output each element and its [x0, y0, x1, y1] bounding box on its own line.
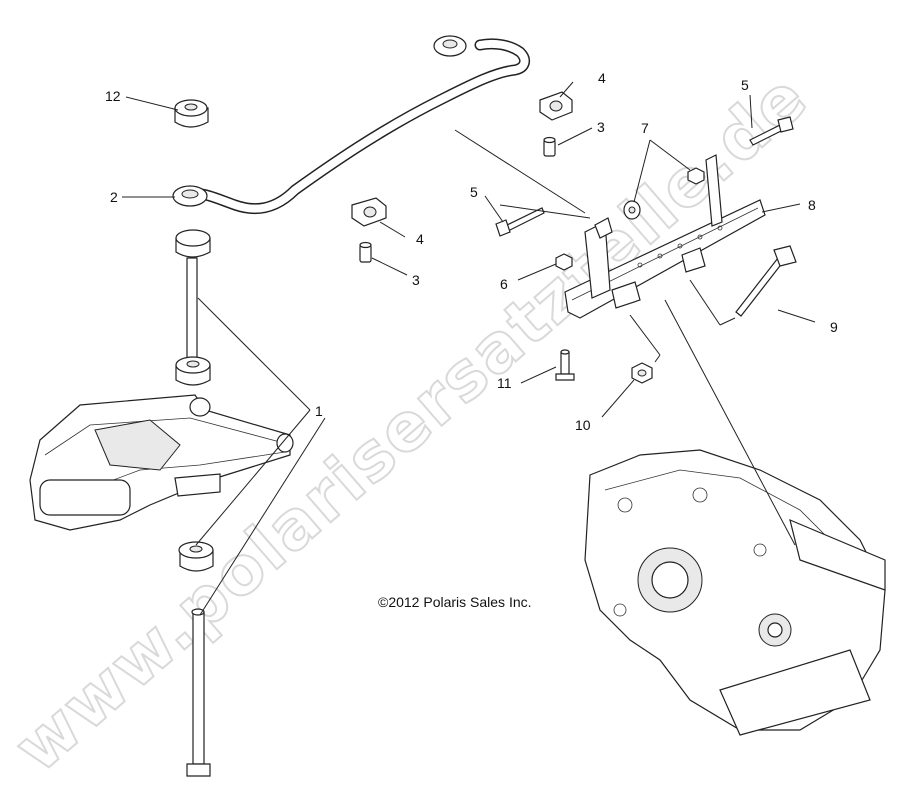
end-link-assembly — [175, 229, 211, 386]
crossmember-bracket-part-8 — [564, 154, 766, 319]
a-arm-assembly — [29, 394, 294, 531]
transaxle-gearcase — [584, 449, 886, 736]
callout-11: 11 — [497, 375, 512, 391]
callout-3-upper: 3 — [597, 119, 605, 135]
nut-part-6 — [555, 253, 573, 271]
bolt-part-11 — [555, 349, 575, 381]
stabilizer-bar — [172, 35, 531, 215]
nut-part-10 — [631, 362, 653, 384]
clamp-part-4-upper — [539, 91, 573, 121]
lower-bushing — [178, 541, 214, 572]
copyright-notice: ©2012 Polaris Sales Inc. — [378, 594, 532, 610]
spacer-part-3-lower — [359, 241, 372, 263]
callout-2: 2 — [110, 189, 118, 205]
spacer-part-3-upper — [543, 136, 556, 157]
leader-lines — [122, 81, 816, 616]
callout-1: 1 — [315, 403, 323, 419]
callout-7: 7 — [641, 120, 649, 136]
callout-10: 10 — [575, 417, 591, 433]
bolt-part-9 — [735, 245, 797, 317]
callout-5-left: 5 — [470, 184, 478, 200]
bolt-part-5-left — [495, 207, 545, 237]
callout-4-lower: 4 — [416, 231, 424, 247]
callout-4-upper: 4 — [598, 70, 606, 86]
bushing-part-12 — [174, 99, 209, 128]
bolt-part-5-right — [749, 116, 794, 146]
nut-part-7-spacer — [623, 200, 641, 220]
callout-3-lower: 3 — [412, 272, 420, 288]
callout-5-right: 5 — [741, 77, 749, 93]
callout-9: 9 — [830, 319, 838, 335]
nut-part-7 — [687, 167, 705, 185]
callout-numbers: 1 2 3 3 4 4 5 5 6 7 8 9 10 11 12 — [105, 70, 838, 433]
long-bolt — [186, 608, 211, 777]
callout-6: 6 — [500, 276, 508, 292]
clamp-part-4-lower — [351, 197, 387, 227]
callout-12: 12 — [105, 88, 121, 104]
callout-8: 8 — [808, 197, 816, 213]
